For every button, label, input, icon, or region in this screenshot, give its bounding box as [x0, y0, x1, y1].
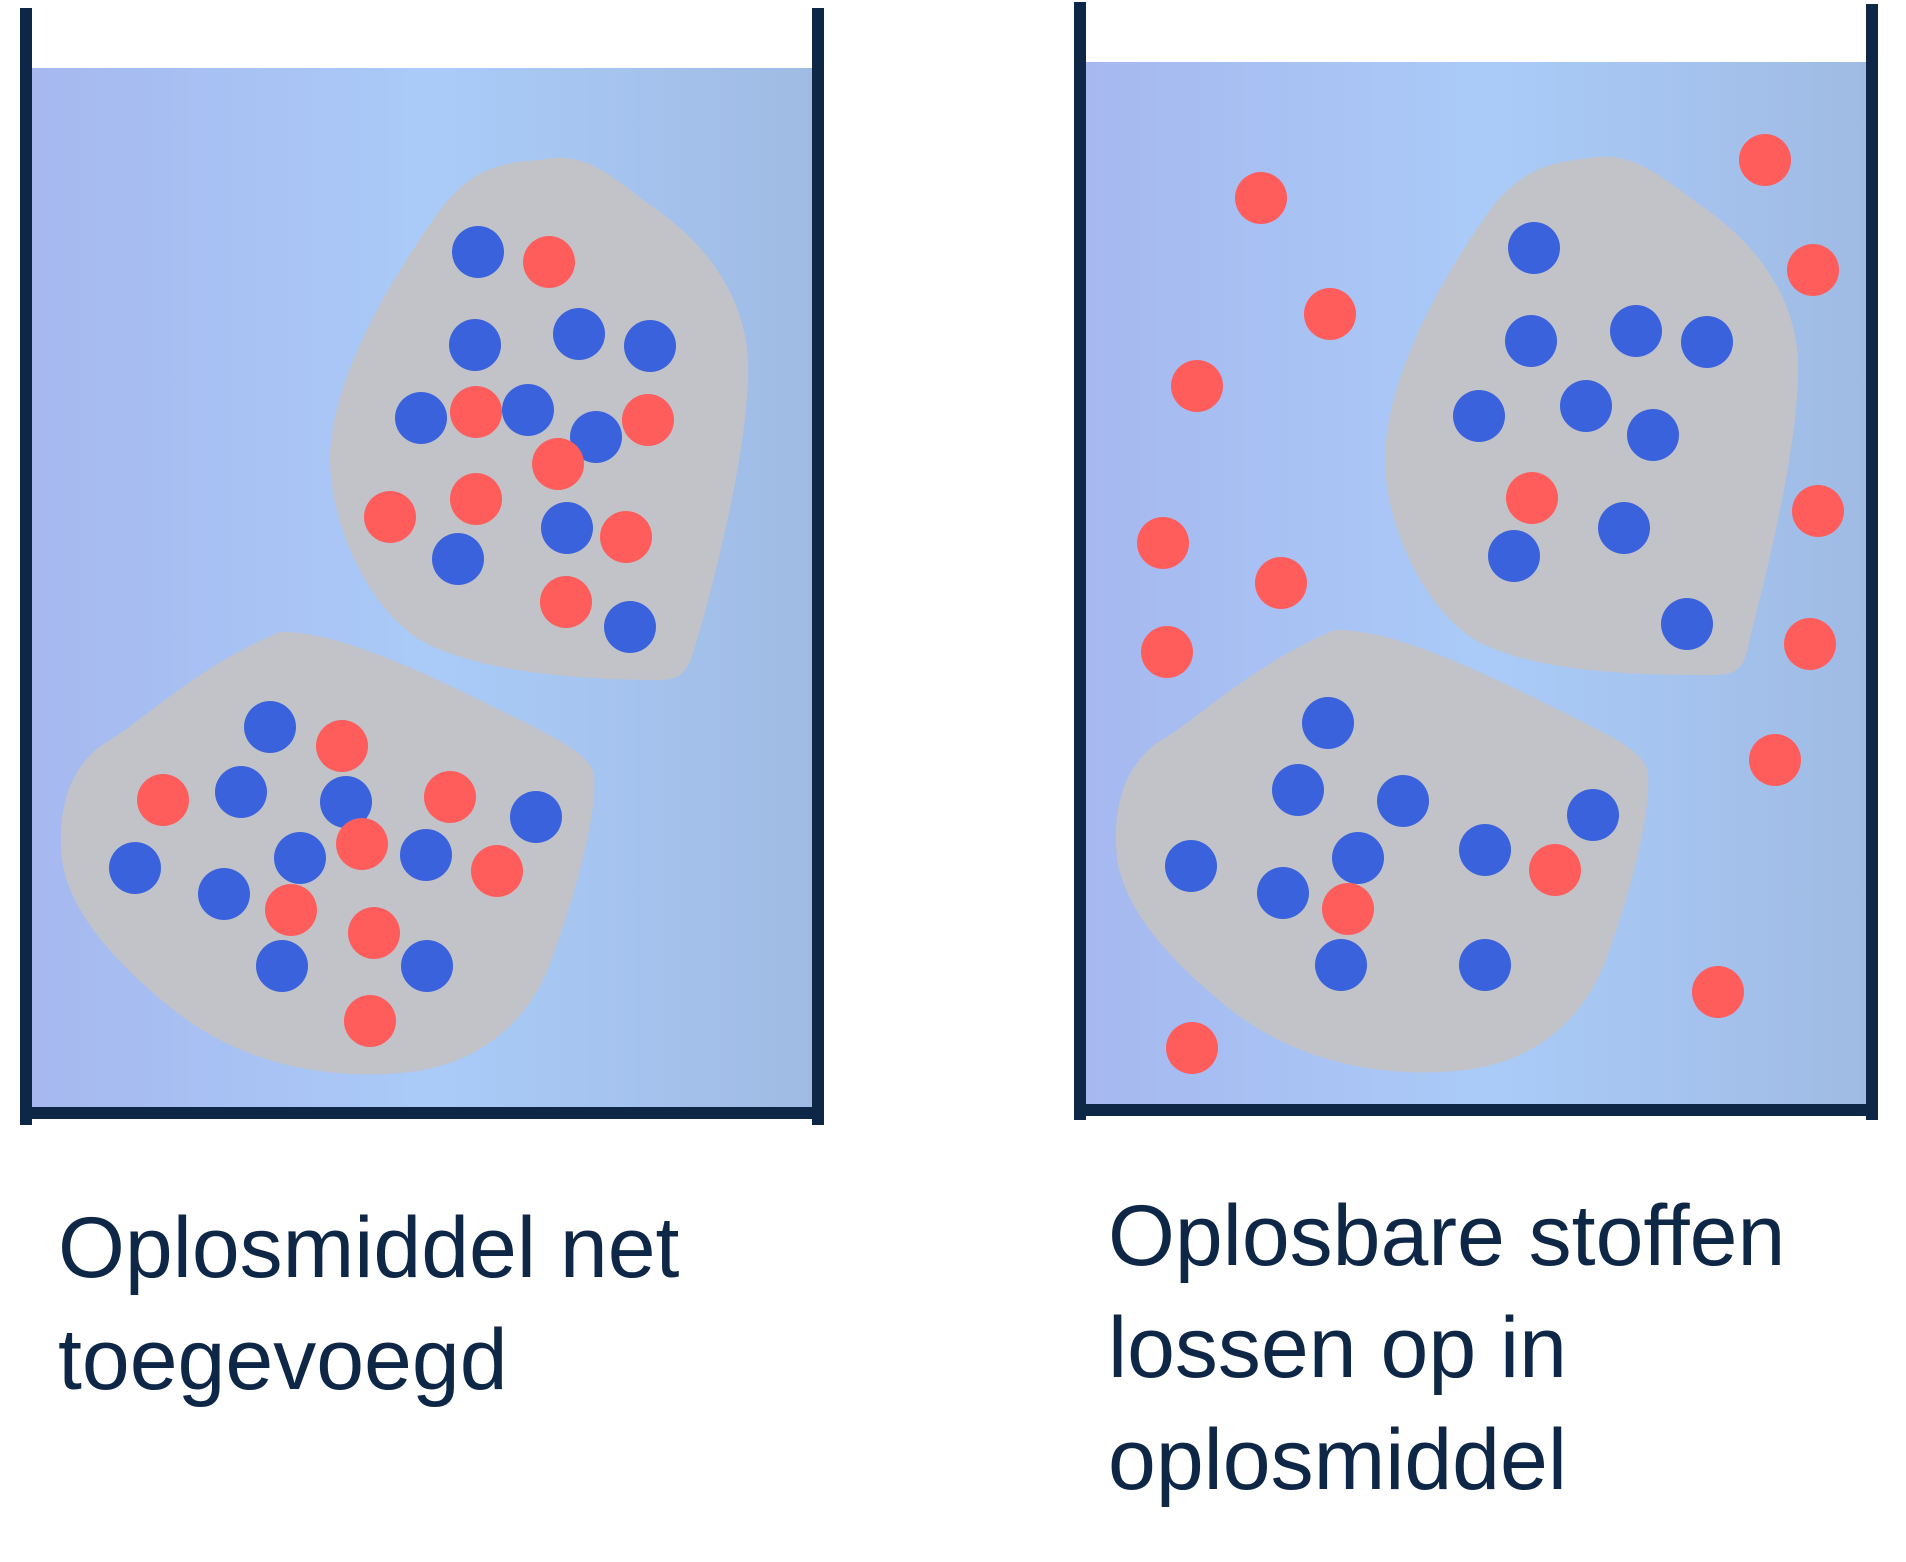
soluble-particle-right-36 — [1166, 1022, 1218, 1074]
soluble-particle-left-15 — [600, 511, 652, 563]
insoluble-particle-right-26 — [1567, 789, 1619, 841]
soluble-particle-right-35 — [1692, 966, 1744, 1018]
caption-soluble-substances-dissolve: Oplosbare stoffen lossen op in oplosmidd… — [1108, 1188, 1786, 1508]
soluble-particle-right-32 — [1322, 883, 1374, 935]
soluble-particle-right-21 — [1784, 618, 1836, 670]
soluble-particle-left-22 — [137, 774, 189, 826]
soluble-particle-right-20 — [1141, 626, 1193, 678]
insoluble-particle-right-3 — [1508, 222, 1560, 274]
insoluble-particle-right-27 — [1165, 840, 1217, 892]
beaker-left — [20, 8, 824, 1125]
soluble-particle-left-13 — [450, 473, 502, 525]
soluble-particle-left-33 — [348, 907, 400, 959]
insoluble-particle-left-25 — [510, 791, 562, 843]
soluble-particle-left-36 — [344, 995, 396, 1047]
insoluble-particle-left-29 — [400, 829, 452, 881]
insoluble-particle-left-7 — [502, 384, 554, 436]
soluble-particle-right-18 — [1255, 557, 1307, 609]
insoluble-particle-left-16 — [432, 533, 484, 585]
soluble-particle-right-16 — [1137, 517, 1189, 569]
insoluble-particle-left-5 — [624, 320, 676, 372]
insoluble-particle-right-34 — [1459, 939, 1511, 991]
insoluble-particle-right-6 — [1505, 315, 1557, 367]
insoluble-particle-right-29 — [1459, 824, 1511, 876]
solid-particle-mass-lower-left — [60, 631, 595, 1075]
insoluble-particle-right-25 — [1377, 775, 1429, 827]
insoluble-particle-right-31 — [1257, 867, 1309, 919]
insoluble-particle-left-35 — [401, 940, 453, 992]
soluble-particle-left-30 — [471, 845, 523, 897]
insoluble-particle-right-10 — [1453, 390, 1505, 442]
insoluble-particle-right-17 — [1488, 530, 1540, 582]
soluble-particle-left-12 — [364, 491, 416, 543]
insoluble-particle-left-31 — [198, 868, 250, 920]
insoluble-particle-left-34 — [256, 940, 308, 992]
soluble-particle-right-9 — [1171, 360, 1223, 412]
soluble-particle-left-32 — [265, 884, 317, 936]
insoluble-particle-left-26 — [109, 842, 161, 894]
insoluble-particle-right-11 — [1560, 380, 1612, 432]
soluble-particle-right-30 — [1529, 844, 1581, 896]
insoluble-particle-right-24 — [1272, 764, 1324, 816]
soluble-particle-left-28 — [336, 818, 388, 870]
soluble-particle-right-14 — [1792, 485, 1844, 537]
soluble-particle-right-1 — [1739, 134, 1791, 186]
soluble-particle-left-2 — [523, 236, 575, 288]
insoluble-particle-right-19 — [1661, 598, 1713, 650]
insoluble-particle-left-4 — [553, 308, 605, 360]
particles-right — [1137, 134, 1844, 1074]
insoluble-particle-right-22 — [1302, 697, 1354, 749]
insoluble-particle-left-3 — [449, 319, 501, 371]
insoluble-particle-right-7 — [1610, 305, 1662, 357]
caption-solvent-just-added: Oplosmiddel net toegevoegd — [58, 1200, 680, 1408]
insoluble-particle-left-6 — [395, 392, 447, 444]
beaker-right — [1074, 2, 1878, 1120]
soluble-particle-left-10 — [622, 394, 674, 446]
insoluble-particle-left-27 — [274, 832, 326, 884]
insoluble-particle-right-33 — [1315, 939, 1367, 991]
soluble-particle-left-17 — [540, 576, 592, 628]
insoluble-particle-left-9 — [570, 411, 622, 463]
insoluble-particle-right-15 — [1598, 502, 1650, 554]
soluble-particle-left-24 — [424, 771, 476, 823]
insoluble-particle-left-23 — [320, 776, 372, 828]
soluble-particle-left-11 — [532, 438, 584, 490]
soluble-particle-left-20 — [316, 720, 368, 772]
particles-left — [109, 226, 676, 1047]
insoluble-particle-right-28 — [1332, 832, 1384, 884]
soluble-particle-left-8 — [450, 386, 502, 438]
soluble-particle-right-5 — [1304, 288, 1356, 340]
soluble-particle-right-23 — [1749, 734, 1801, 786]
insoluble-particle-left-1 — [452, 226, 504, 278]
insoluble-particle-right-12 — [1627, 409, 1679, 461]
soluble-particle-right-2 — [1235, 172, 1287, 224]
insoluble-particle-left-14 — [541, 502, 593, 554]
insoluble-particle-left-21 — [215, 766, 267, 818]
soluble-particle-right-4 — [1787, 244, 1839, 296]
soluble-particle-right-13 — [1506, 472, 1558, 524]
insoluble-particle-right-8 — [1681, 316, 1733, 368]
insoluble-particle-left-19 — [244, 701, 296, 753]
insoluble-particle-left-18 — [604, 601, 656, 653]
